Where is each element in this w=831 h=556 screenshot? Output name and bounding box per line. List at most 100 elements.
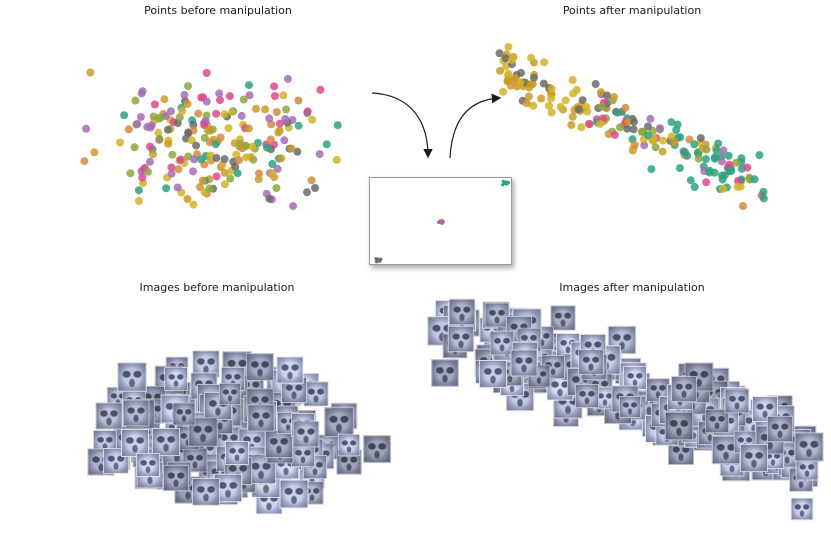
scatter-point bbox=[189, 200, 198, 209]
face-thumbnail bbox=[338, 434, 360, 456]
scatter-point bbox=[175, 113, 184, 122]
scatter-point bbox=[685, 135, 694, 144]
scatter-point bbox=[239, 95, 248, 104]
scatter-point bbox=[200, 133, 209, 142]
face-thumbnail bbox=[193, 479, 219, 505]
scatter-point bbox=[138, 173, 147, 182]
scatter-point bbox=[220, 168, 229, 177]
scatter-point bbox=[524, 92, 533, 101]
inset-point bbox=[440, 219, 444, 223]
scatter-point bbox=[603, 91, 611, 100]
scatter-point bbox=[732, 158, 741, 167]
scatter-point bbox=[90, 148, 99, 157]
scatter-point bbox=[220, 110, 229, 119]
scatter-point bbox=[263, 143, 272, 152]
face-thumbnail bbox=[767, 416, 793, 442]
scatter-point bbox=[203, 126, 212, 135]
scatter-point bbox=[224, 124, 233, 133]
scatter-point bbox=[710, 153, 719, 162]
scatter-point bbox=[235, 156, 243, 165]
scatter-point bbox=[275, 119, 284, 128]
scatter-point bbox=[683, 151, 692, 160]
inset-clusters bbox=[374, 179, 510, 264]
face-thumbnail bbox=[665, 412, 693, 440]
face-thumbnail bbox=[225, 441, 249, 465]
scatter-point bbox=[252, 104, 260, 113]
face-thumbnail bbox=[796, 458, 818, 480]
scatter-point bbox=[131, 96, 140, 105]
face-thumbnail bbox=[93, 430, 117, 454]
inset-point bbox=[374, 257, 378, 261]
scatter-point bbox=[183, 100, 192, 108]
scatter-point bbox=[116, 138, 125, 147]
scatter-point bbox=[572, 86, 581, 94]
scatter-point bbox=[272, 184, 281, 193]
scatter-point bbox=[630, 117, 638, 126]
scatter-point bbox=[166, 107, 175, 116]
scatter-point bbox=[167, 169, 176, 178]
face-thumbnail bbox=[248, 405, 274, 431]
scatter-point bbox=[149, 150, 157, 159]
scatter-point bbox=[596, 120, 605, 128]
scatter-point bbox=[719, 184, 728, 193]
scatter-point bbox=[610, 130, 619, 139]
scatter-point bbox=[332, 155, 341, 164]
scatter-point bbox=[585, 120, 594, 128]
scatter-point bbox=[211, 140, 220, 149]
face-thumbnail bbox=[725, 389, 749, 413]
scatter-point bbox=[547, 84, 556, 93]
face-thumbnail bbox=[791, 498, 813, 520]
scatter-point bbox=[261, 105, 270, 114]
scatter-point bbox=[712, 146, 721, 155]
scatter-point bbox=[265, 114, 274, 123]
inset-point bbox=[503, 180, 507, 184]
face-thumbnail bbox=[153, 429, 179, 455]
scatter-point bbox=[255, 169, 263, 178]
scatter-point bbox=[160, 95, 169, 104]
scatter-point bbox=[164, 139, 173, 148]
scatter-point bbox=[724, 151, 733, 160]
manipulation-inset-panel bbox=[369, 177, 512, 265]
scatter-point bbox=[277, 154, 286, 163]
scatter-point bbox=[189, 167, 197, 176]
scatter-point bbox=[226, 174, 235, 183]
scatter-point bbox=[501, 54, 510, 63]
scatter-point bbox=[725, 160, 734, 169]
scatter-point bbox=[283, 74, 292, 83]
scatter-point bbox=[167, 163, 176, 172]
scatter-point bbox=[266, 135, 275, 144]
scatter-point bbox=[649, 136, 658, 145]
scatter-point bbox=[629, 125, 638, 134]
face-thumbnail bbox=[266, 431, 292, 457]
scatter-point bbox=[184, 129, 193, 138]
scatter-point bbox=[311, 184, 319, 192]
face-thumbnail bbox=[104, 449, 128, 473]
face-thumbnail bbox=[107, 387, 129, 409]
images-after-title: Images after manipulation bbox=[559, 281, 705, 294]
scatter-point bbox=[233, 169, 242, 178]
scatter-point bbox=[293, 147, 302, 156]
scatter-point bbox=[194, 109, 203, 118]
scatter-point bbox=[216, 133, 225, 142]
face-thumbnail bbox=[448, 326, 474, 352]
scatter-point bbox=[517, 68, 525, 77]
images-before-title: Images before manipulation bbox=[139, 281, 295, 294]
scatter-point bbox=[702, 145, 711, 154]
scatter-point bbox=[187, 136, 196, 145]
scatter-point bbox=[315, 150, 324, 159]
face-thumbnail bbox=[96, 403, 122, 429]
scatter-point bbox=[568, 112, 577, 121]
face-thumbnail bbox=[173, 403, 195, 425]
face-thumbnail bbox=[293, 421, 319, 447]
scatter-point bbox=[150, 100, 159, 109]
scatter-point bbox=[198, 176, 207, 185]
scatter-point bbox=[183, 195, 192, 203]
scatter-point bbox=[547, 108, 556, 117]
face-thumbnail bbox=[291, 443, 315, 467]
scatter-point bbox=[242, 142, 251, 150]
scatter-point bbox=[316, 85, 325, 94]
scatter-point bbox=[80, 157, 89, 166]
scatter-point bbox=[268, 160, 277, 168]
scatter-point bbox=[228, 107, 237, 116]
